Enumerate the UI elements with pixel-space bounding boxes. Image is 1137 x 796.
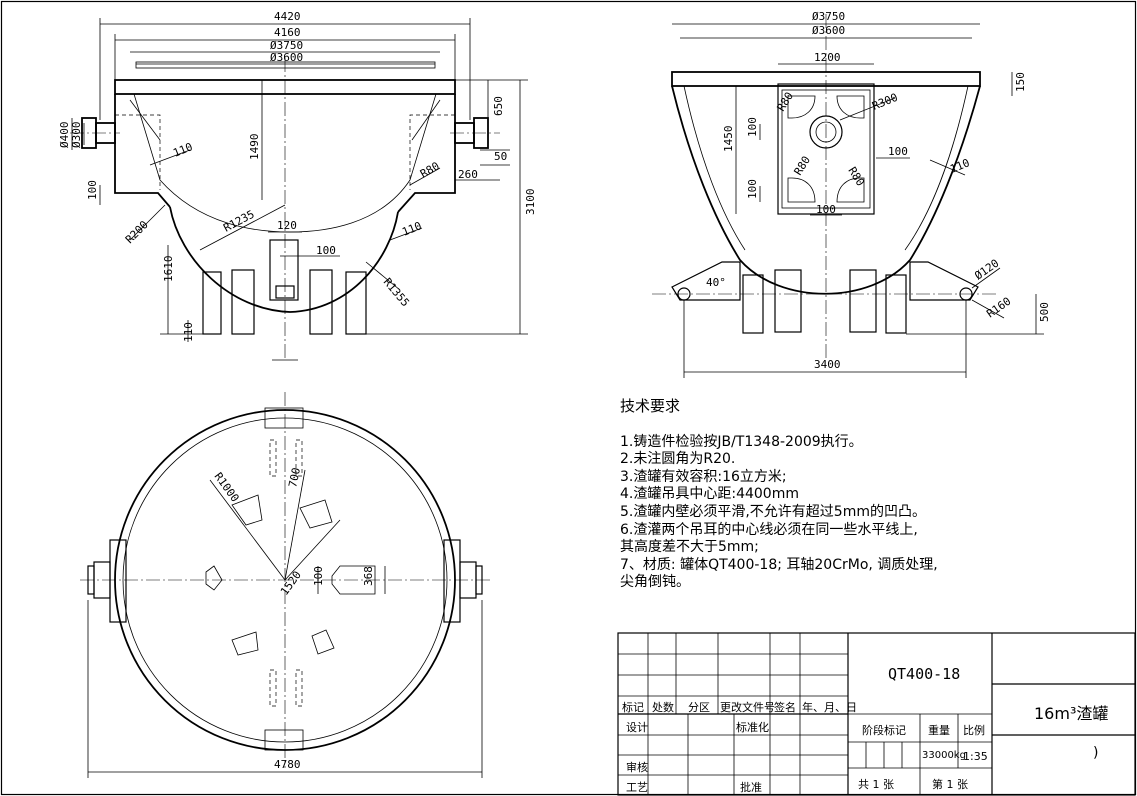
dim-1450: 1450 [722,126,735,153]
rev-header-mark: 标记 [622,701,644,714]
dim-1200: 1200 [814,51,841,64]
rev-header-doc-no: 更改文件号 [720,701,775,714]
dim-side-d3600: Ø3600 [812,24,845,37]
dim-4420: 4420 [274,10,301,23]
tech-req-line-4: 4.渣罐吊具中心距:4400mm [620,486,799,503]
tech-req-line-2: 2.未注圆角为R20. [620,451,736,468]
label-review: 审核 [626,761,648,774]
dim-r200: R200 [123,218,151,246]
dim-side-r80-b: R80 [792,154,814,178]
tech-req-line-8: 7、材质: 罐体QT400-18; 耳轴20CrMo, 调质处理, [620,556,938,573]
dim-260: 260 [458,168,478,181]
top-view: R1000 700 100 368 1520 4780 [80,392,490,778]
drawing-title: 16m³渣罐 [1034,704,1109,723]
dim-side-100-d: 100 [816,203,836,216]
dim-500: 500 [1038,302,1051,322]
dim-r300: R300 [870,91,899,113]
side-view: Ø3750 Ø3600 1200 150 R80 R300 100 1450 R… [652,10,1051,378]
label-scale: 比例 [963,724,985,737]
weight-value: 33000kg [922,750,966,761]
dim-side-100-c: 100 [746,179,759,199]
dim-100-front: 100 [316,244,336,257]
title-block-grid [617,632,1136,796]
tech-req-line-1: 1.铸造件检验按JB/T1348-2009执行。 [620,433,863,450]
tech-req-line-3: 3.渣罐有效容积:16立方米; [620,468,787,485]
dim-1610: 1610 [162,256,175,283]
tech-req-title: 技术要求 [620,397,681,415]
tech-req-line-6: 6.渣灌两个吊耳的中心线必须在同一些水平线上, [620,521,918,538]
rev-header-sign: 签名 [774,701,796,714]
technical-requirements: 技术要求 1.铸造件检验按JB/T1348-2009执行。 2.未注圆角为R20… [620,397,1000,592]
dim-3100: 3100 [524,189,537,216]
dim-4780: 4780 [274,758,301,771]
dim-r80: R80 [418,159,442,180]
front-view: 4420 4160 Ø3750 Ø3600 Ø400 Ø300 650 50 2… [58,10,537,361]
dim-r1000: R1000 [212,470,242,504]
dim-side-100-a: 100 [746,117,759,137]
label-stage-mark: 阶段标记 [862,724,906,737]
dim-d300: Ø300 [70,122,83,149]
label-standardize: 标准化 [736,721,769,734]
dim-top-100: 100 [312,566,325,586]
dim-side-100-b: 100 [888,145,908,158]
dim-100-left: 100 [86,180,99,200]
dim-side-110: 110 [948,156,971,175]
dim-150: 150 [1014,72,1027,92]
rev-header-date: 年、月、日 [802,701,857,714]
label-weight: 重量 [928,724,950,737]
dim-d120: Ø120 [972,257,1001,283]
label-approve: 批准 [740,781,762,794]
tech-req-line-9: 尖角倒钝。 [620,574,690,591]
dim-110-bottom: 110 [182,322,195,342]
dim-368: 368 [362,566,375,586]
tech-req-line-5: 5.渣罐内壁必须平滑,不允许有超过5mm的凹凸。 [620,503,926,520]
dim-r1355: R1355 [381,276,412,310]
sheets-total: 共 1 张 [858,778,894,791]
label-process: 工艺 [626,781,648,794]
tech-req-line-7: 其高度差不大于5mm; [620,539,759,556]
dim-120: 120 [277,219,297,232]
dim-1520: 1520 [278,569,304,598]
dim-110-b: 110 [400,219,423,238]
rev-header-count: 处数 [652,701,674,714]
dim-d3600: Ø3600 [270,51,303,64]
dim-110-a: 110 [171,140,194,159]
dim-side-d3750: Ø3750 [812,10,845,23]
dim-d400: Ø400 [58,122,71,149]
drawing-number: ) [1093,745,1099,761]
dim-3400: 3400 [814,358,841,371]
dim-40deg: 40° [706,276,726,289]
dim-50: 50 [494,150,507,163]
dim-1490: 1490 [248,134,261,161]
dim-r1235: R1235 [221,208,256,235]
label-design: 设计 [626,721,648,734]
material-code: QT400-18 [888,665,961,683]
scale-value: 1:35 [963,750,988,763]
dim-4160: 4160 [274,26,301,39]
dim-650: 650 [492,96,505,116]
sheet-number: 第 1 张 [932,778,968,791]
dim-700: 700 [286,466,303,488]
dim-r160: R160 [984,295,1013,321]
dim-d3750: Ø3750 [270,39,303,52]
rev-header-zone: 分区 [688,701,710,714]
